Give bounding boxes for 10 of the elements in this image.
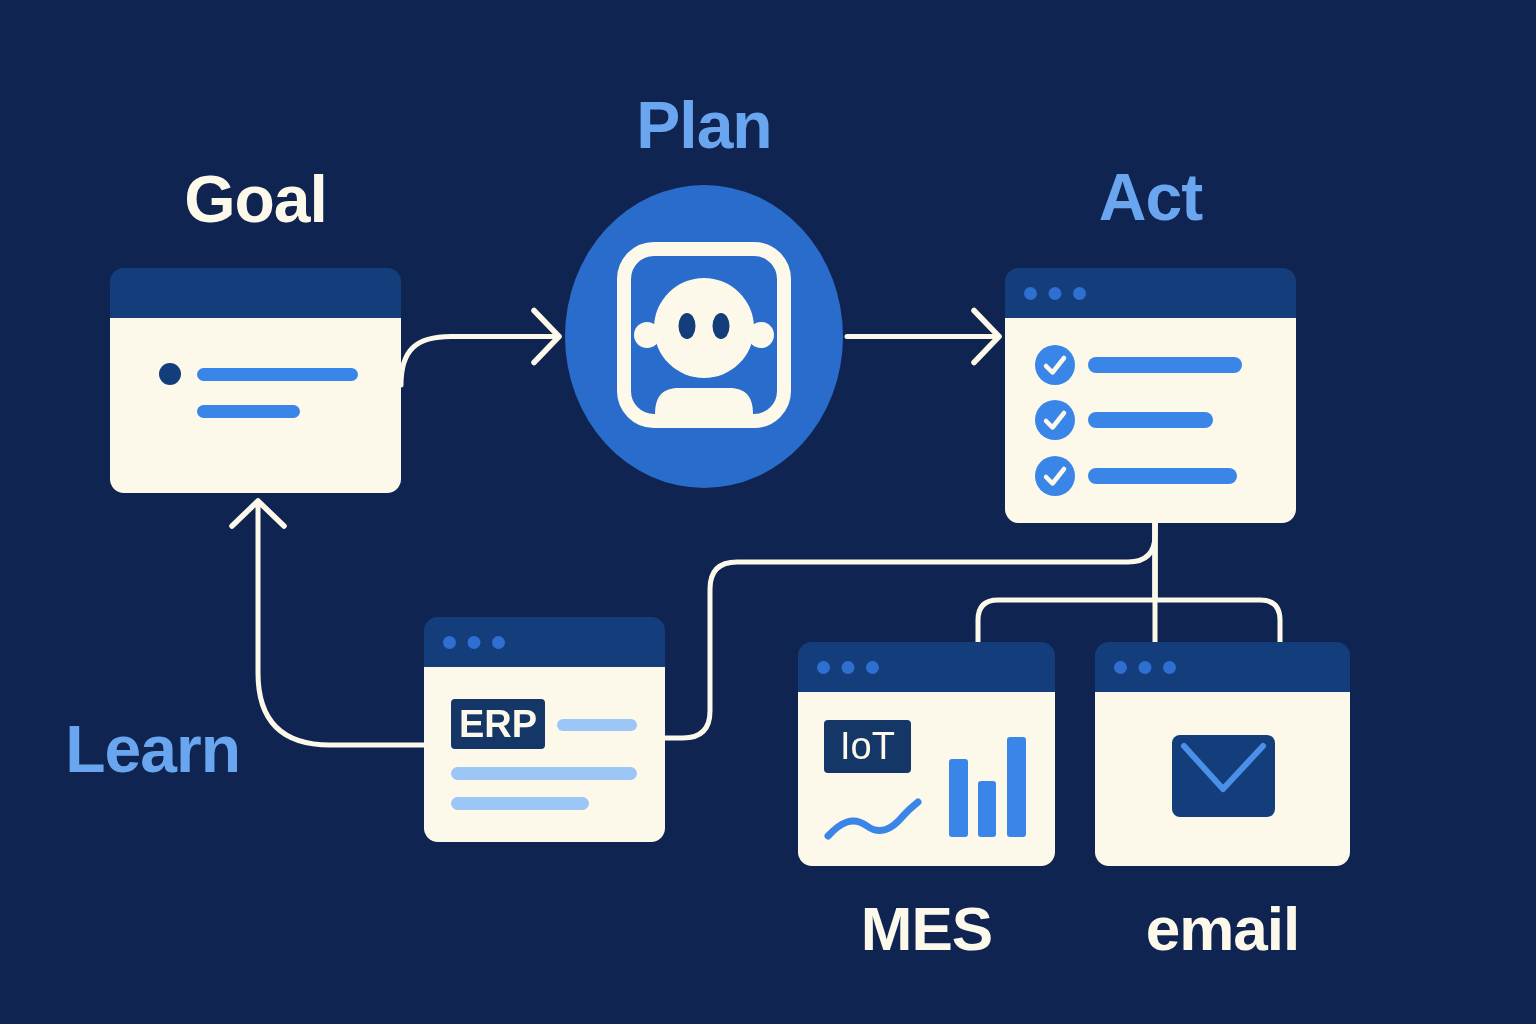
connector-line <box>1152 520 1283 645</box>
edge-label: Learn <box>65 716 240 782</box>
arrow <box>844 307 1002 366</box>
system-tag: IoT <box>824 720 911 773</box>
step-heading: Goal <box>184 166 327 232</box>
window-caption: email <box>1145 898 1300 960</box>
step-heading: Act <box>1098 164 1203 230</box>
window-caption: MES <box>860 898 993 960</box>
system-tag: ERP <box>451 699 546 749</box>
step-heading: Plan <box>636 92 772 158</box>
